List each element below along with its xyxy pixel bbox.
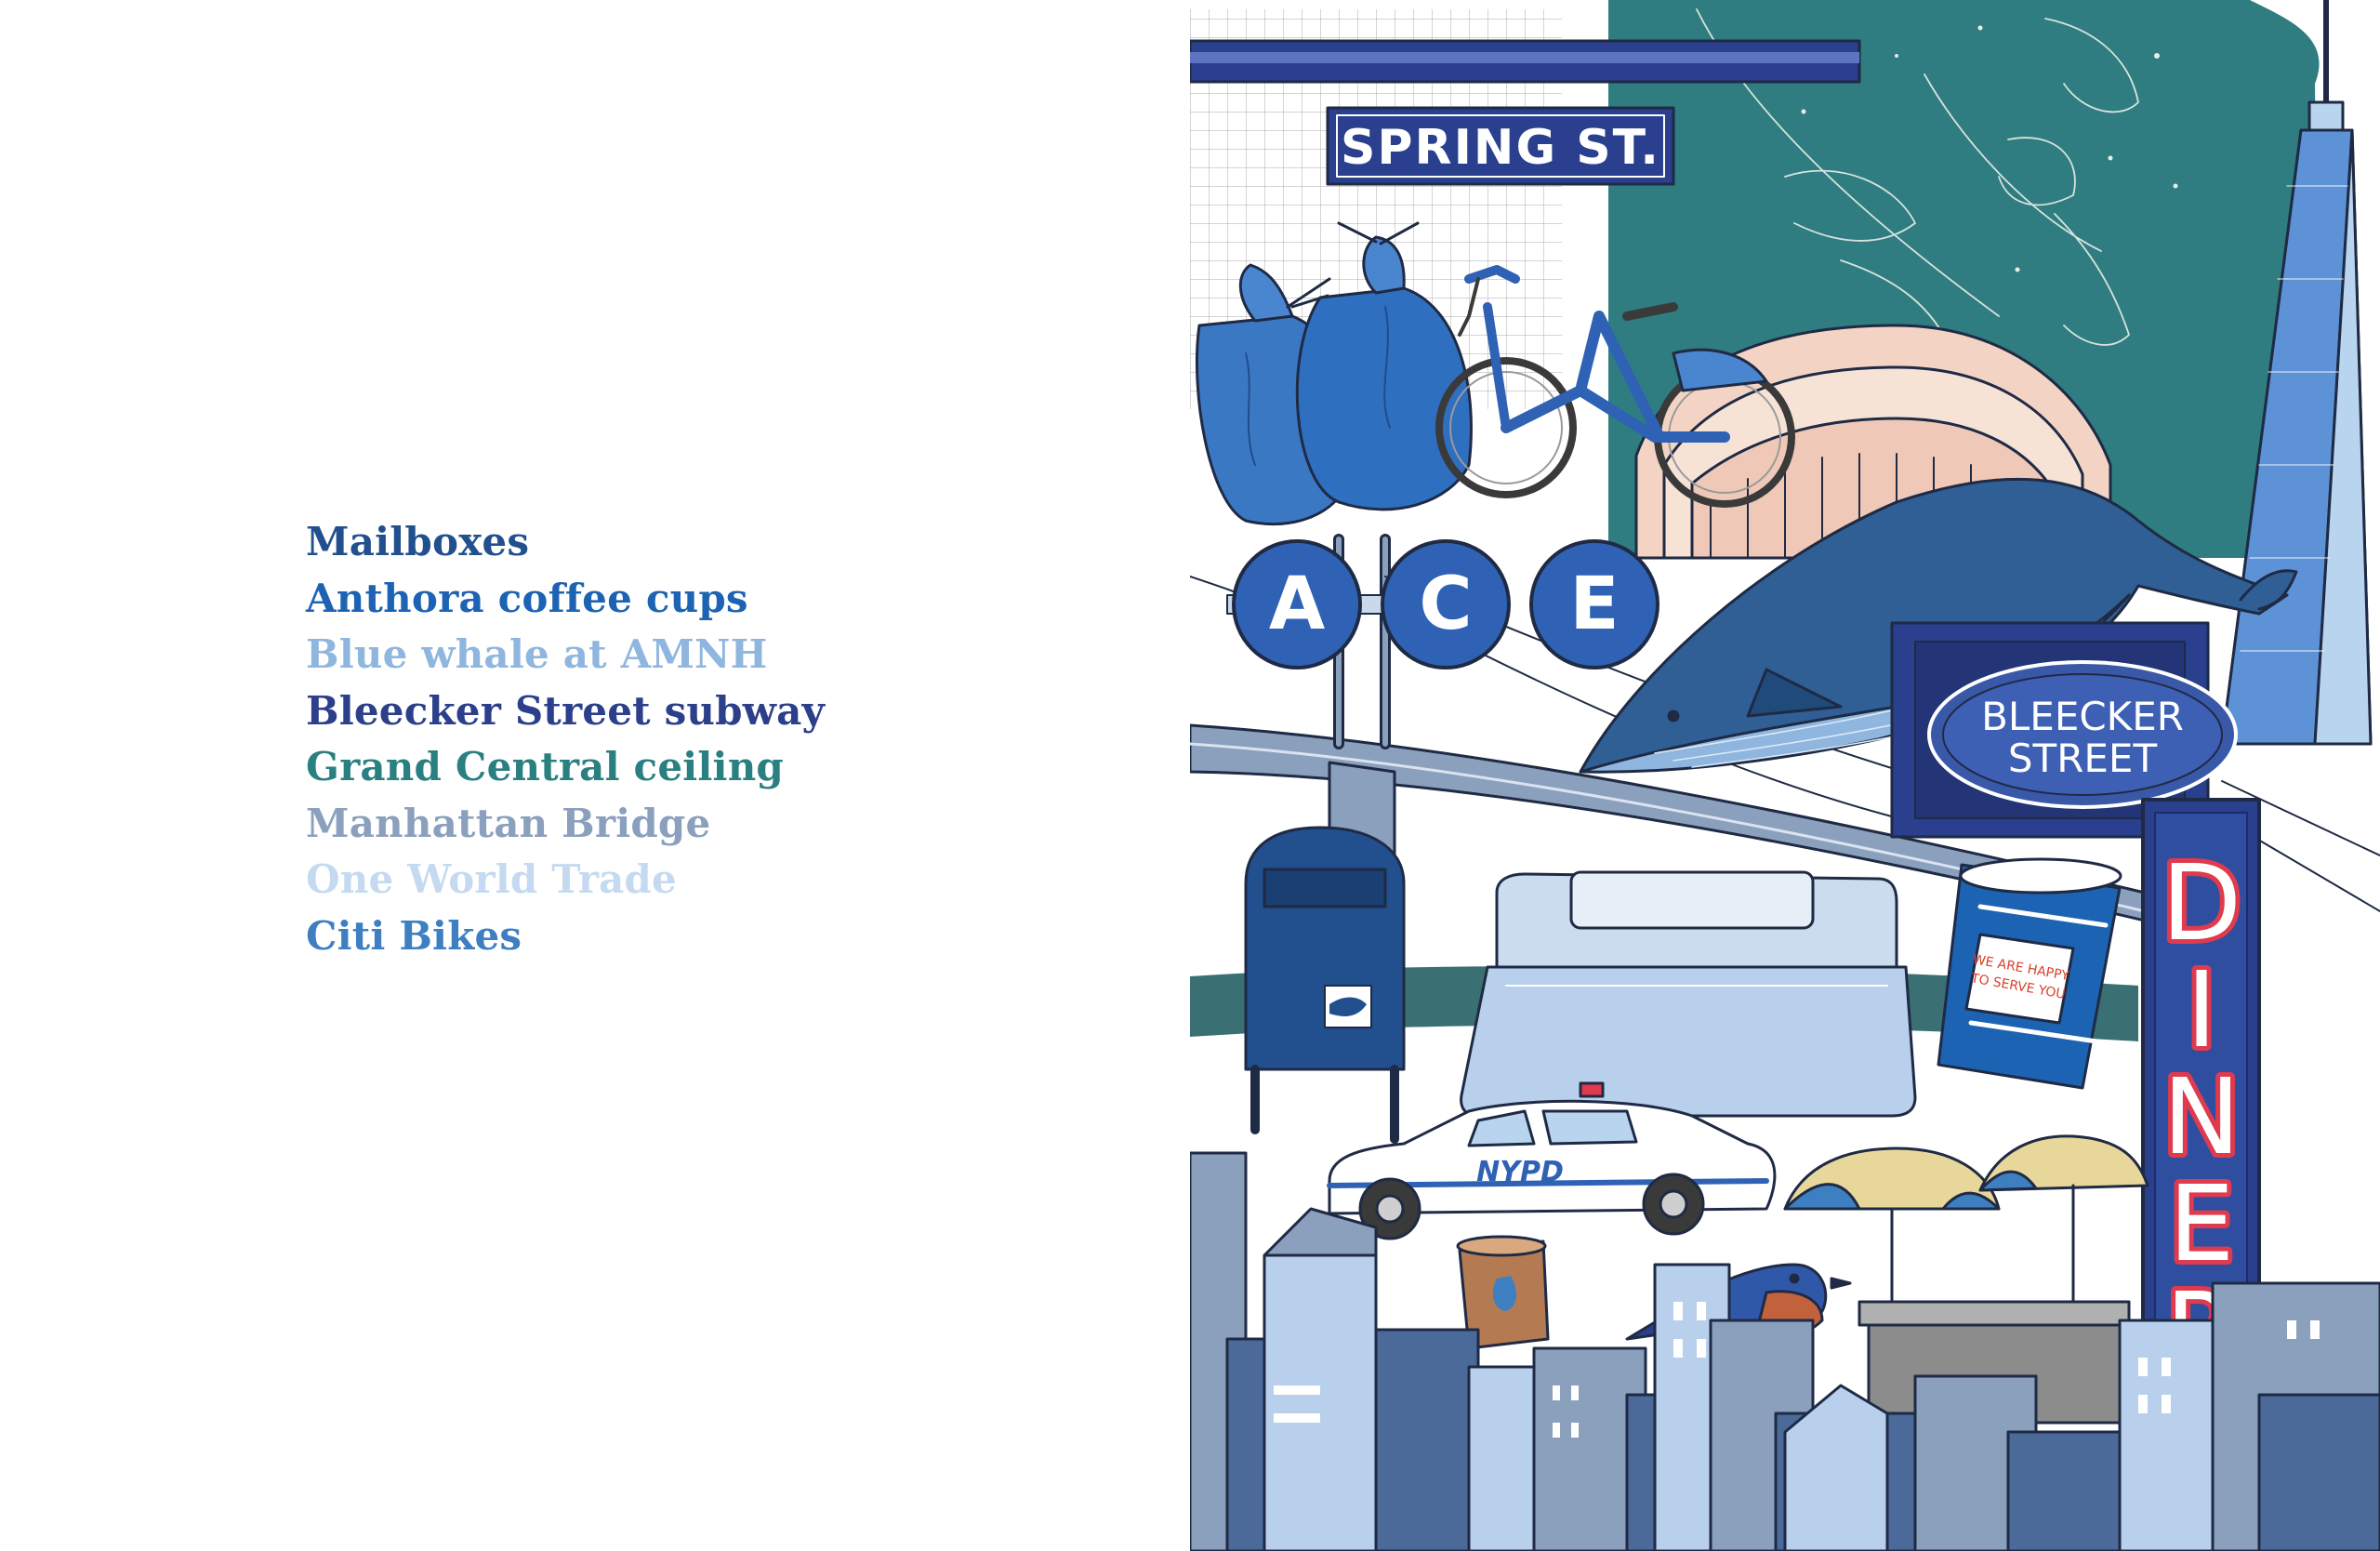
legend-item-manhattan-bridge: Manhattan Bridge — [306, 800, 711, 846]
legend-item-grand-central: Grand Central ceiling — [306, 744, 785, 789]
legend-item-mailboxes: Mailboxes — [306, 519, 530, 564]
subway-letter-e: E — [1569, 563, 1619, 646]
platform-bench — [1460, 870, 1917, 1118]
diner-letter-d: D — [2162, 843, 2241, 964]
city-illustration: SPRING ST. — [1190, 0, 2380, 1551]
legend-item-one-world-trade: One World Trade — [306, 856, 677, 902]
spring-st-sign: SPRING ST. — [1326, 106, 1675, 186]
subway-circle-c — [1381, 539, 1511, 669]
citi-bike — [1435, 265, 1795, 508]
legend-item-bleecker-subway: Bleecker Street subway — [306, 687, 826, 734]
subway-circle-e — [1529, 539, 1659, 669]
bleecker-sign-line2: STREET — [2008, 736, 2158, 781]
subway-letter-a: A — [1269, 563, 1325, 646]
legend-list: Mailboxes Anthora coffee cups Blue whale… — [306, 514, 825, 964]
coffee-cup-small — [1456, 1235, 1550, 1350]
bleecker-sign-line1: BLEECKER — [1981, 694, 2184, 739]
legend-item-blue-whale: Blue whale at AMNH — [306, 631, 768, 677]
ace-subway-signs: A C E — [1226, 539, 1659, 669]
spring-st-sign-label: SPRING ST. — [1341, 120, 1660, 176]
diner-letter-n: N — [2162, 1057, 2241, 1178]
legend-item-citi-bikes: Citi Bikes — [306, 912, 522, 959]
garbage-bags — [1195, 221, 1473, 526]
nypd-car-label: NYPD — [1476, 1156, 1564, 1188]
subway-circle-a — [1232, 539, 1362, 669]
mailbox — [1244, 826, 1406, 1144]
left-page: Mailboxes Anthora coffee cups Blue whale… — [306, 514, 825, 964]
diner-letter-e: E — [2169, 1164, 2235, 1285]
legend-item-coffee-cups: Anthora coffee cups — [306, 575, 748, 621]
anthora-coffee-cup: WE ARE HAPPY TO SERVE YOU — [1937, 857, 2122, 1090]
city-skyline — [1190, 1151, 2380, 1551]
bleecker-street-sign: BLEECKER STREET — [1890, 621, 2238, 839]
nypd-police-car: NYPD — [1327, 1081, 1777, 1240]
subway-letter-c: C — [1419, 563, 1472, 646]
diner-letter-i: I — [2186, 950, 2216, 1071]
